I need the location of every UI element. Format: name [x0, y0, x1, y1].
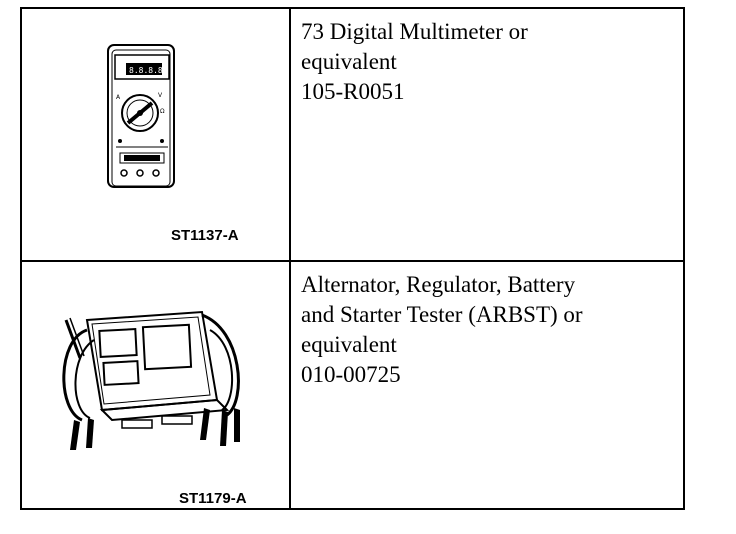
svg-text:Ω: Ω — [160, 108, 165, 115]
tool-description: Alternator, Regulator, Battery and Start… — [301, 270, 679, 390]
tool-description-cell: 73 Digital Multimeter or equivalent 105-… — [291, 9, 685, 260]
tool-illustration-cell: 8.8.8.8 V Ω A ST1137-A — [22, 9, 289, 260]
tool-name-line: Alternator, Regulator, Battery — [301, 272, 576, 297]
tool-name-line: equivalent — [301, 332, 397, 357]
row-divider — [22, 260, 683, 262]
tool-description: 73 Digital Multimeter or equivalent 105-… — [301, 17, 679, 107]
tool-part-number: 010-00725 — [301, 362, 401, 387]
tool-name-line: 73 Digital Multimeter or — [301, 19, 528, 44]
svg-text:8.8.8.8: 8.8.8.8 — [129, 66, 163, 75]
figure-code: ST1137-A — [171, 227, 239, 244]
figure-code: ST1179-A — [179, 490, 247, 507]
tool-illustration-cell: ST1179-A — [22, 262, 289, 510]
tool-name-line: equivalent — [301, 49, 397, 74]
column-divider — [289, 9, 291, 508]
svg-text:V: V — [158, 92, 163, 99]
special-tools-table: 8.8.8.8 V Ω A ST1137-A 73 Digital Multim… — [20, 7, 685, 510]
svg-text:A: A — [116, 94, 121, 101]
tool-description-cell: Alternator, Regulator, Battery and Start… — [291, 262, 685, 510]
tool-name-line: and Starter Tester (ARBST) or — [301, 302, 583, 327]
multimeter-icon: 8.8.8.8 V Ω A — [107, 44, 175, 188]
tester-icon — [62, 310, 240, 450]
tool-part-number: 105-R0051 — [301, 79, 405, 104]
